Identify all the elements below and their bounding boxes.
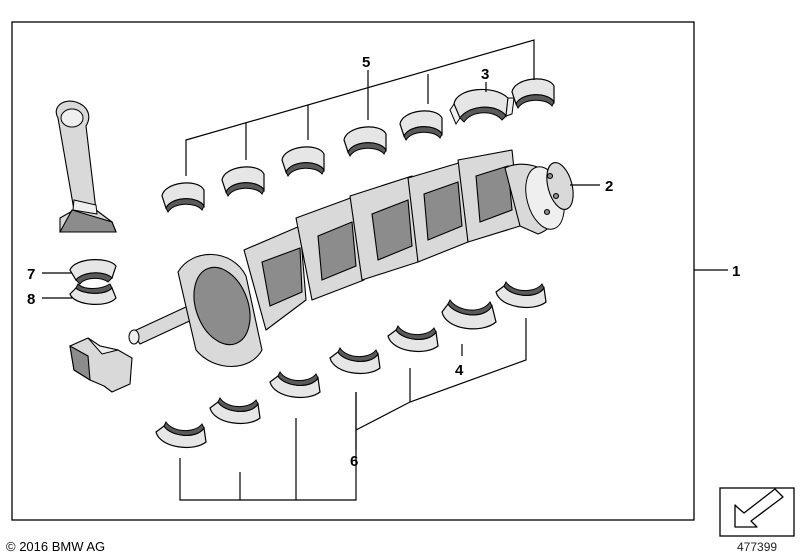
callout-6: 6 xyxy=(350,453,358,470)
thrust-bearing-shell[interactable] xyxy=(449,88,515,126)
arrow-down-left-icon[interactable] xyxy=(719,487,795,537)
diagram-frame xyxy=(11,21,695,521)
rod-bearing-shell-lower[interactable] xyxy=(69,283,117,305)
callout-4: 4 xyxy=(455,362,464,379)
upper-bearing-shell[interactable] xyxy=(399,110,443,142)
connecting-rod-cap[interactable] xyxy=(69,337,133,393)
leader-lines-misc xyxy=(42,184,728,299)
callout-1: 1 xyxy=(732,263,740,280)
connecting-rod[interactable] xyxy=(55,100,117,233)
crankshaft[interactable] xyxy=(128,149,578,368)
upper-bearing-shell[interactable] xyxy=(221,166,265,198)
upper-main-bearing-shells[interactable] xyxy=(161,78,555,214)
callout-7: 7 xyxy=(27,266,35,283)
leader-lines-upper xyxy=(185,39,535,176)
lower-bearing-shell[interactable] xyxy=(387,324,439,353)
lower-bearing-shell[interactable] xyxy=(269,370,321,399)
lower-bearing-shell[interactable] xyxy=(329,346,381,375)
upper-bearing-shell[interactable] xyxy=(281,146,325,178)
lower-bearing-shell[interactable] xyxy=(495,280,547,309)
callout-2: 2 xyxy=(605,178,613,195)
lower-main-bearing-shells[interactable] xyxy=(155,280,547,449)
rod-bearing-shell-upper[interactable] xyxy=(69,259,117,285)
lower-bearing-shell[interactable] xyxy=(209,396,261,425)
upper-bearing-shell[interactable] xyxy=(511,78,555,110)
lower-bearing-shell[interactable] xyxy=(155,420,207,449)
diagram-number: 477399 xyxy=(737,540,778,554)
lower-thrust-bearing-shell[interactable] xyxy=(441,299,497,330)
leader-lines-lower xyxy=(179,318,527,501)
copyright-notice: © 2016 BMW AG xyxy=(6,539,106,554)
upper-bearing-shell[interactable] xyxy=(161,182,205,214)
callout-8: 8 xyxy=(27,291,35,308)
callout-5: 5 xyxy=(362,54,370,71)
callout-3: 3 xyxy=(481,66,489,83)
upper-bearing-shell[interactable] xyxy=(343,126,387,158)
